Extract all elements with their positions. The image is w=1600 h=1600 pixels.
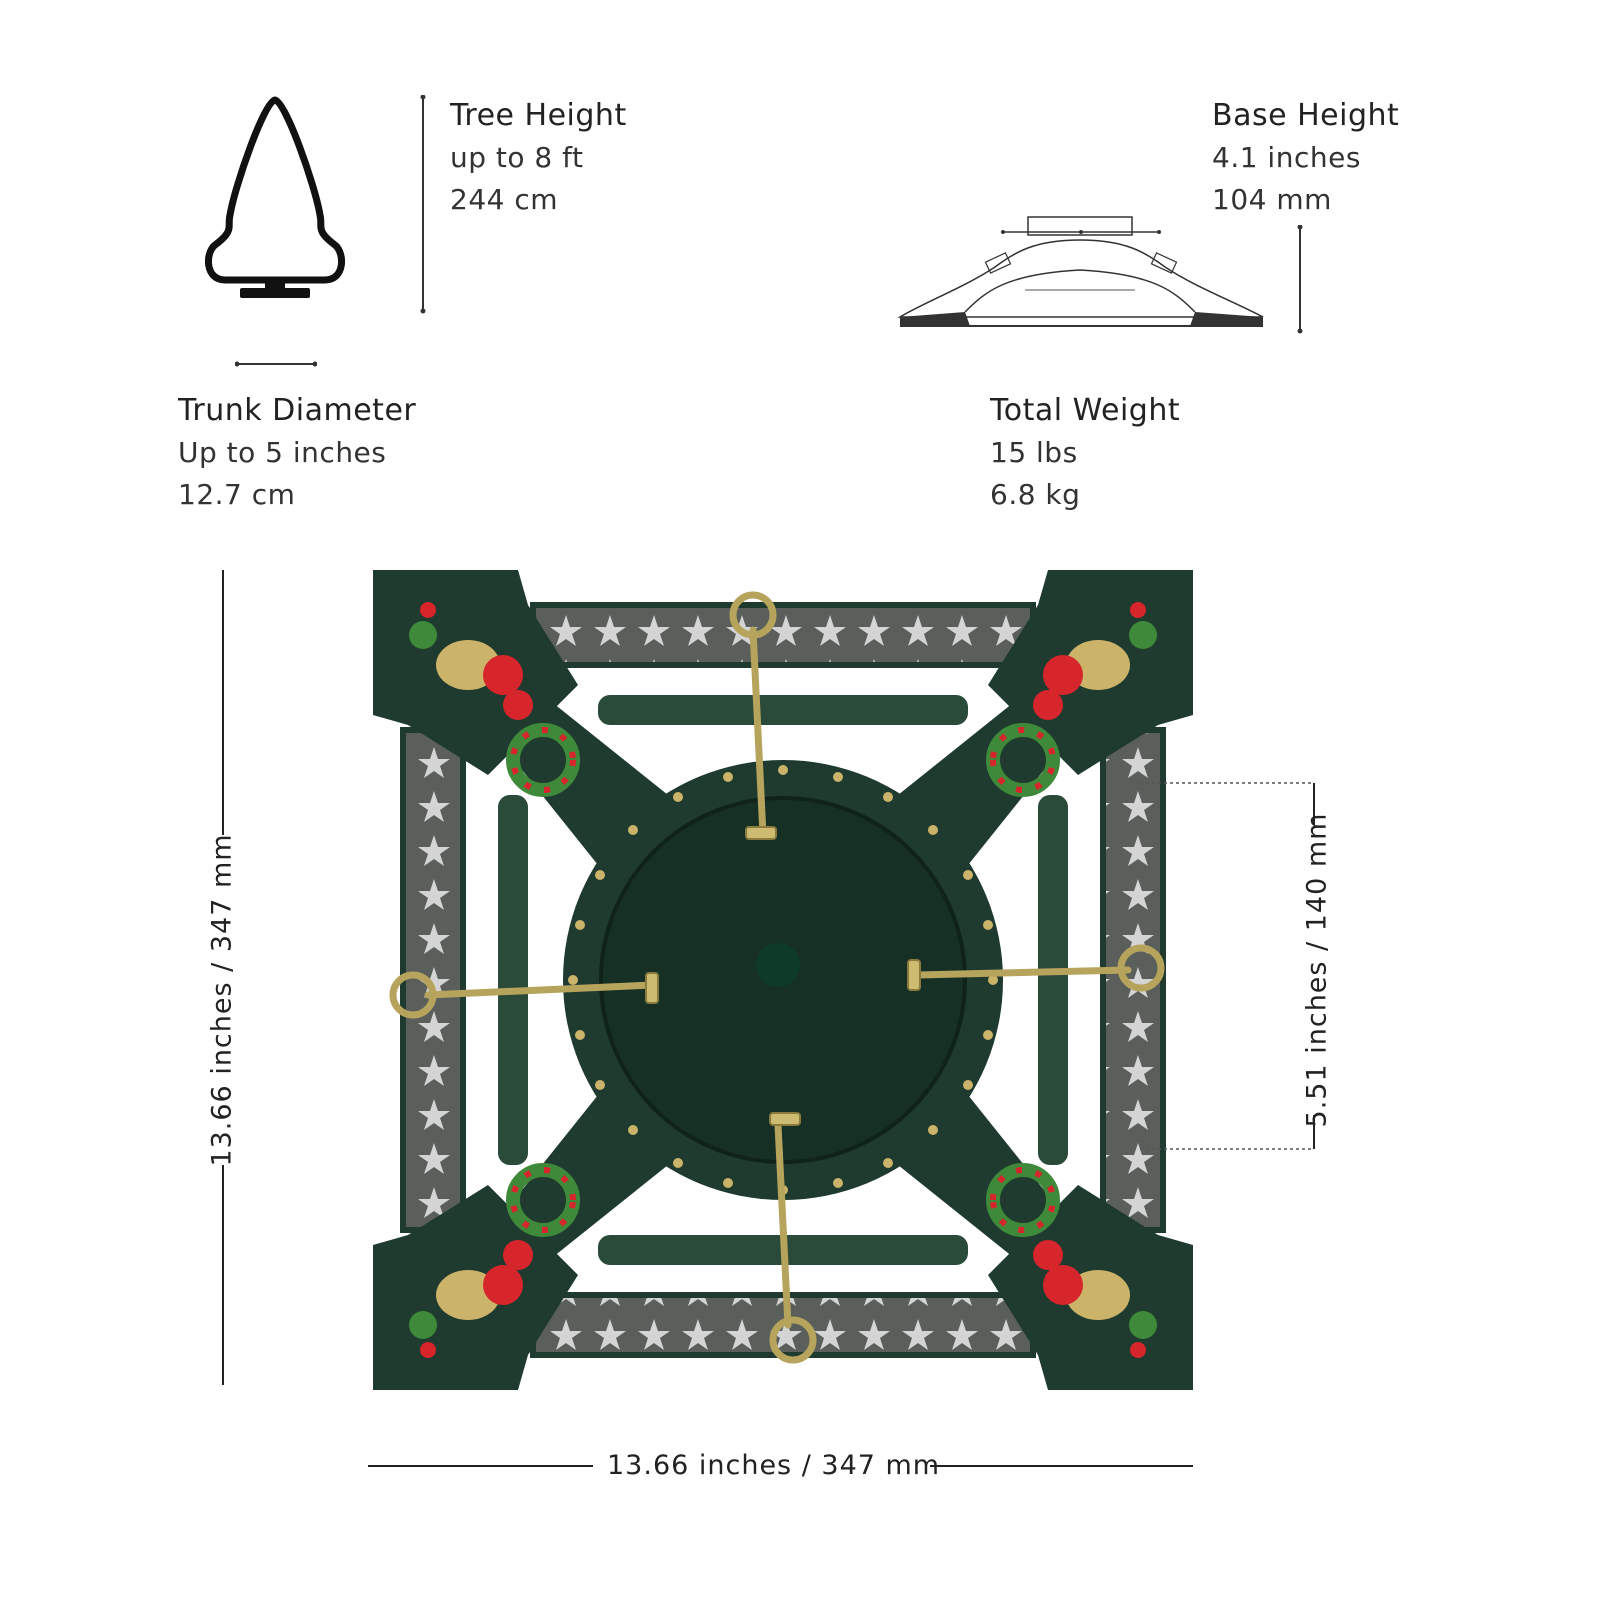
height-dimension-label: 13.66 inches / 347 mm: [206, 833, 238, 1167]
tree-stand-image: [368, 565, 1198, 1395]
trunk-diameter-cm: 12.7 cm: [178, 478, 296, 511]
total-weight-kg: 6.8 kg: [990, 478, 1081, 511]
tree-height-line: [420, 95, 426, 315]
tree-outline-icon: [205, 95, 345, 315]
inner-dimension-line: [1140, 780, 1325, 1152]
base-height-line: [1297, 225, 1303, 335]
base-profile-icon: [895, 212, 1270, 334]
base-height-inches: 4.1 inches: [1212, 141, 1361, 174]
width-dimension-line: [368, 1463, 1193, 1469]
tree-height-ft: up to 8 ft: [450, 141, 584, 174]
tree-height-spec: Tree Height up to 8 ft 244 cm: [450, 95, 627, 221]
tree-height-cm: 244 cm: [450, 183, 559, 216]
total-weight-spec: Total Weight 15 lbs 6.8 kg: [990, 390, 1180, 516]
base-height-mm: 104 mm: [1212, 183, 1332, 216]
height-dimension-line: [219, 570, 227, 1385]
trunk-diameter-spec: Trunk Diameter Up to 5 inches 12.7 cm: [178, 390, 416, 516]
trunk-diameter-line: [235, 360, 317, 368]
trunk-diameter-inches: Up to 5 inches: [178, 436, 387, 469]
tree-height-title: Tree Height: [450, 98, 627, 133]
base-height-spec: Base Height 4.1 inches 104 mm: [1212, 95, 1399, 221]
width-dimension-label: 13.66 inches / 347 mm: [607, 1450, 941, 1481]
inner-dimension-label: 5.51 inches / 140 mm: [1301, 812, 1333, 1128]
base-height-title: Base Height: [1212, 98, 1400, 133]
total-weight-title: Total Weight: [990, 393, 1181, 428]
trunk-diameter-title: Trunk Diameter: [178, 393, 417, 428]
total-weight-lbs: 15 lbs: [990, 436, 1078, 469]
